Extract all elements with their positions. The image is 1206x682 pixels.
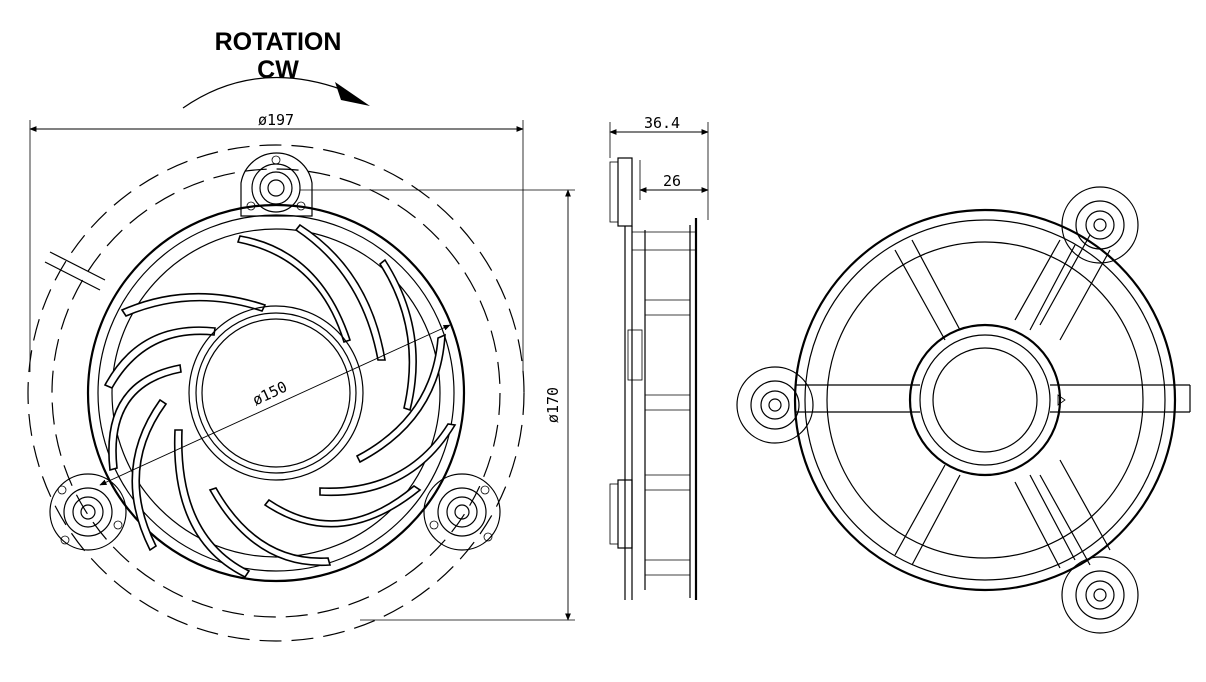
mount-lug-right — [423, 473, 501, 551]
dim-impeller-diameter: ø150 — [250, 378, 290, 410]
rear-lug-top — [1061, 186, 1139, 264]
rotation-title: ROTATION — [215, 28, 342, 56]
rear-spokes — [795, 239, 1191, 569]
rotation-arrowhead — [335, 82, 370, 106]
rear-frame-outer — [793, 208, 1177, 592]
dim-body-depth: 26 — [663, 172, 681, 190]
front-view: ø197 ø150 — [27, 111, 575, 642]
rear-view — [736, 186, 1191, 634]
dim-mount-diameter: ø170 — [544, 387, 562, 423]
dim-outer-diameter: ø197 — [258, 111, 294, 129]
rear-lug-bottom — [1061, 556, 1139, 634]
cable — [44, 251, 106, 291]
outer-dashed-circle — [27, 144, 525, 642]
side-view: 36.4 26 — [609, 114, 709, 600]
rotation-annotation: ROTATION CW — [182, 28, 370, 109]
rotation-direction: CW — [257, 56, 299, 84]
mount-lug-top — [240, 152, 313, 217]
rotation-arc — [182, 77, 344, 109]
frame-ring-outer — [86, 203, 466, 583]
impeller-blades — [103, 223, 457, 579]
inner-dashed-circle — [51, 168, 501, 618]
rear-hub-outer — [908, 323, 1062, 477]
dim-line-impeller — [99, 324, 451, 486]
mount-lug-left — [49, 473, 127, 551]
frame-ring-mid — [97, 214, 455, 572]
rear-lug-left — [736, 366, 814, 444]
dim-overall-depth: 36.4 — [644, 114, 680, 132]
